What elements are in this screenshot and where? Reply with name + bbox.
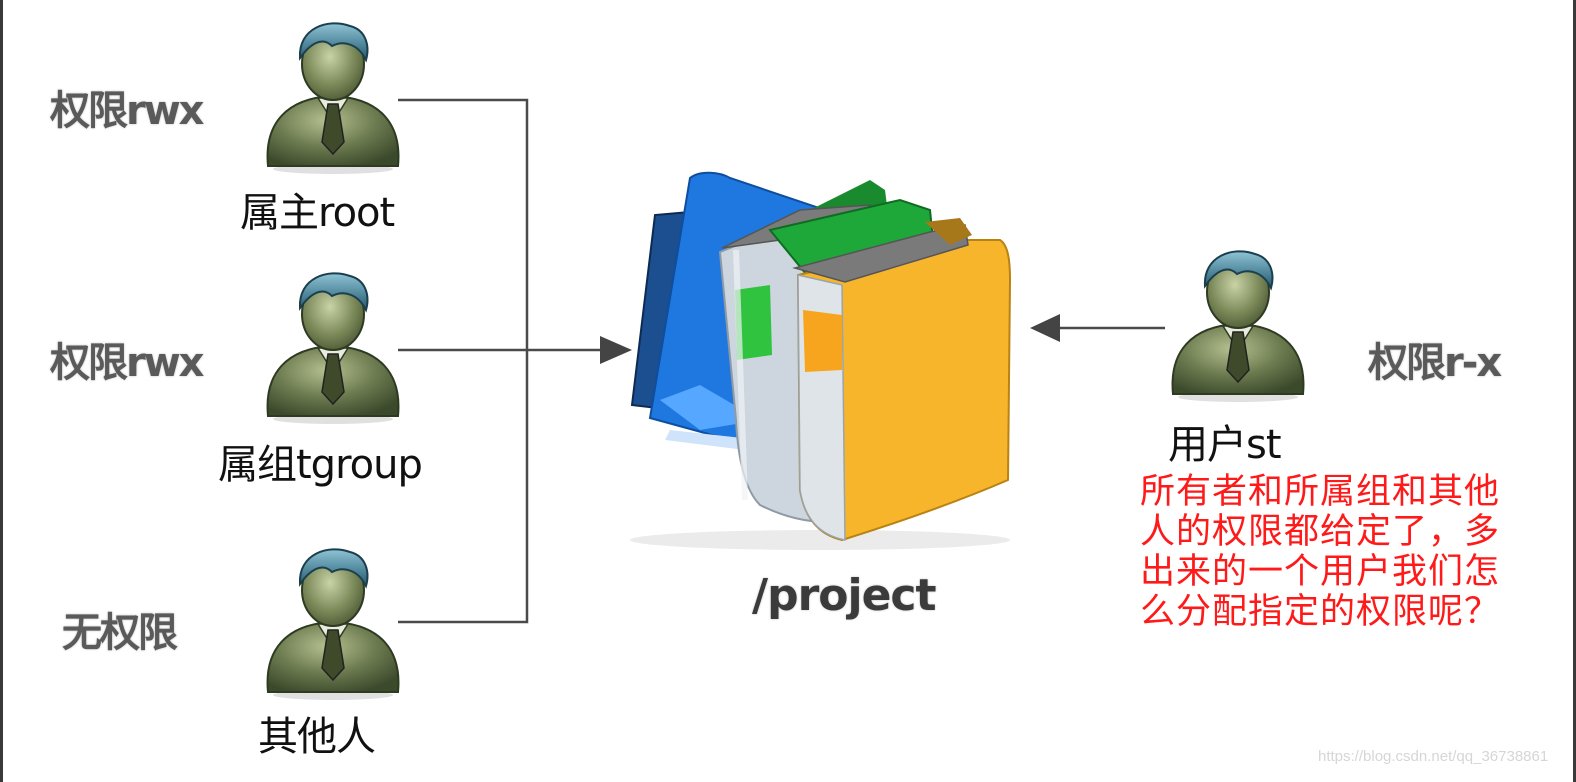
user-icon-others — [266, 548, 400, 700]
permission-label-st: 权限r-x — [1368, 340, 1502, 386]
arrow-left-icon — [1030, 314, 1060, 342]
user-label-others: 其他人 — [258, 714, 376, 760]
user-label-owner: 属主root — [240, 190, 395, 236]
arrow-right-icon — [600, 336, 632, 364]
question-annotation: 所有者和所属组和其他 人的权限都给定了，多 出来的一个用户我们怎 么分配指定的权… — [1140, 472, 1540, 632]
connector-lines — [398, 98, 615, 624]
folder-stack-icon — [630, 171, 1012, 550]
question-line: 出来的一个用户我们怎 — [1140, 552, 1501, 592]
question-line: 所有者和所属组和其他 — [1140, 472, 1501, 512]
target-directory-label: /project — [752, 570, 937, 621]
question-line: 人的权限都给定了，多 — [1140, 512, 1501, 552]
user-icon-owner — [266, 22, 400, 174]
question-line: 么分配指定的权限呢？ — [1140, 592, 1501, 632]
user-icon-group — [266, 272, 400, 424]
user-icon-st — [1171, 250, 1305, 402]
permission-label-owner: 权限rwx — [50, 88, 204, 134]
user-label-group: 属组tgroup — [218, 442, 423, 488]
watermark: https://blog.csdn.net/qq_36738861 — [1318, 748, 1549, 765]
user-label-st: 用户st — [1168, 422, 1282, 468]
permission-label-others: 无权限 — [62, 610, 178, 656]
connector-owner — [398, 98, 529, 350]
permission-label-group: 权限rwx — [50, 340, 204, 386]
connector-others — [398, 350, 529, 624]
